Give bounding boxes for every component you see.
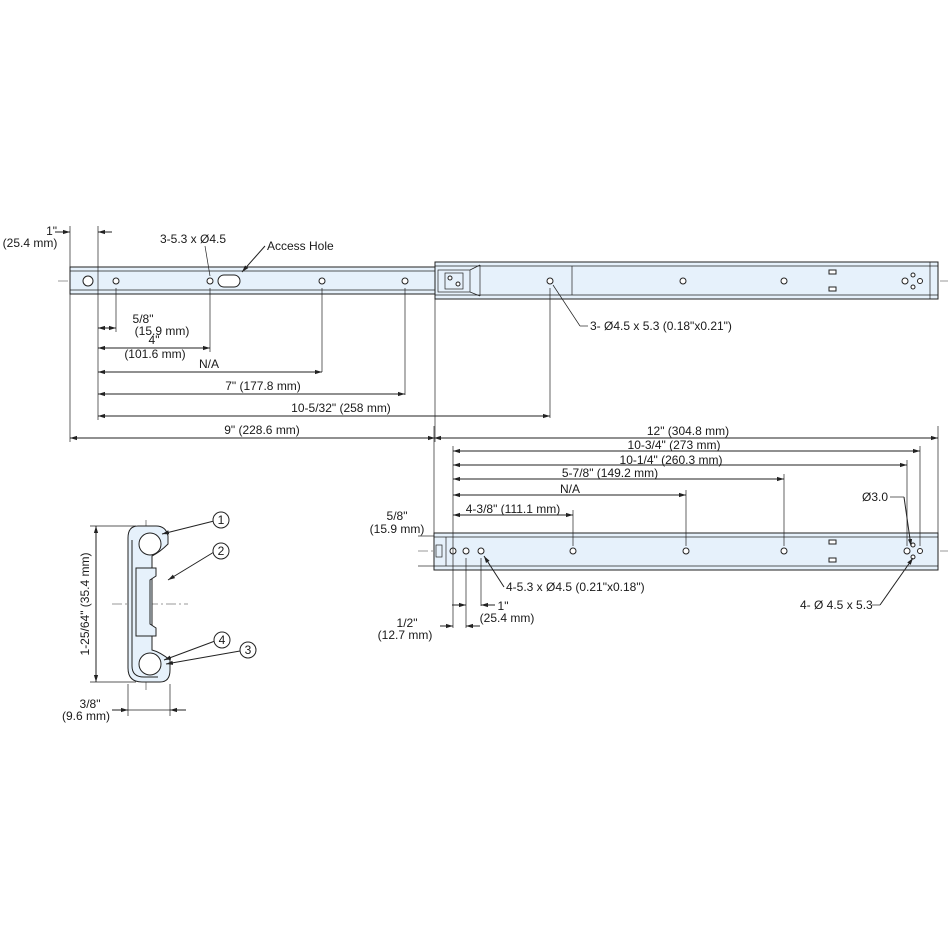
cross-section-width-mm: (9.6 mm) [62,709,110,723]
bottom-phi3-label: Ø3.0 [862,490,888,504]
top-hole-1 [82,275,94,287]
bottom-rail-view [418,532,948,571]
cross-section-width-inch: 3/8" [80,697,101,711]
callout-4 [213,631,231,649]
bottom-left-mm: (15.9 mm) [370,522,425,536]
bottom-rail-dimensions: 12" (304.8 mm) 10-3/4" (273 mm) 10-1/4" … [370,424,939,642]
top-latch-bracket [437,264,481,297]
bottom-dim-1: 12" (304.8 mm) [647,424,729,438]
callout-1 [212,511,230,529]
top-rail-view [58,261,948,300]
access-hole-label: Access Hole [267,239,334,253]
top-hole-4 [318,277,326,285]
cross-section-height: 1-25/64" (35.4 mm) [78,553,92,656]
top-slot-1 [828,269,837,275]
top-hole-3 [206,277,214,285]
bottom-dim-6: 4-3/8" (111.1 mm) [466,502,561,516]
top-hole-5 [401,277,409,285]
callout-2 [212,542,230,560]
top-dim-5: 7" (177.8 mm) [225,379,301,393]
top-dim-4: N/A [199,357,219,371]
callout-4-label: 4 [219,633,226,647]
top-dim-3-inch: 4" [149,333,160,347]
bottom-left-inch: 5/8" [387,509,408,523]
top-dim-7: 9" (228.6 mm) [224,423,300,437]
bottom-half-inch: 1/2" [397,616,418,630]
top-hole-6 [546,277,554,285]
access-hole-slot [217,274,241,288]
bottom-dim-3: 10-1/4" (260.3 mm) [620,453,723,467]
bottom-half-mm: (12.7 mm) [378,628,433,642]
bottom-pitch-mm: (25.4 mm) [480,611,535,625]
bottom-dim-5: N/A [560,482,580,496]
cross-section-view: 1 2 4 3 1-25/64" (35.4 mm) 3/8" (9.6 mm) [62,511,257,723]
top-right-hole-note: 3- Ø4.5 x 5.3 (0.18"x0.21") [590,319,732,333]
bottom-right-hole-note: 4- Ø 4.5 x 5.3 [800,598,873,612]
top-hole-2 [112,277,120,285]
top-dim-6: 10-5/32" (258 mm) [291,401,391,415]
bottom-pitch-inch: 1" [498,599,509,613]
ball-top [138,532,162,556]
top-slot-2 [828,286,837,292]
top-dim-2-mm: (15.9 mm) [135,324,190,338]
top-hole-7 [679,277,687,285]
callout-3 [239,641,257,659]
callout-1-label: 1 [218,513,225,527]
callout-3-label: 3 [245,643,252,657]
top-dim-3-mm: (101.6 mm) [124,347,185,361]
top-hole-note: 3-5.3 x Ø4.5 [160,232,226,246]
ball-bottom [138,652,162,676]
top-rail-dimensions: 1" (25.4 mm) 5/8" (15.9 mm) 4" (101.6 mm… [3,224,732,442]
cross-section-inner [135,567,157,637]
top-dim-1-mm: (25.4 mm) [3,236,58,250]
bottom-hole-note: 4-5.3 x Ø4.5 (0.21"x0.18") [506,580,645,594]
bottom-dim-2: 10-3/4" (273 mm) [628,438,721,452]
callout-2-label: 2 [218,544,225,558]
top-outer-member [434,261,939,300]
bottom-dim-4: 5-7/8" (149.2 mm) [562,466,658,480]
top-dim-1-inch: 1" [46,224,57,238]
top-dim-2-inch: 5/8" [133,312,154,326]
top-hole-8 [780,277,788,285]
